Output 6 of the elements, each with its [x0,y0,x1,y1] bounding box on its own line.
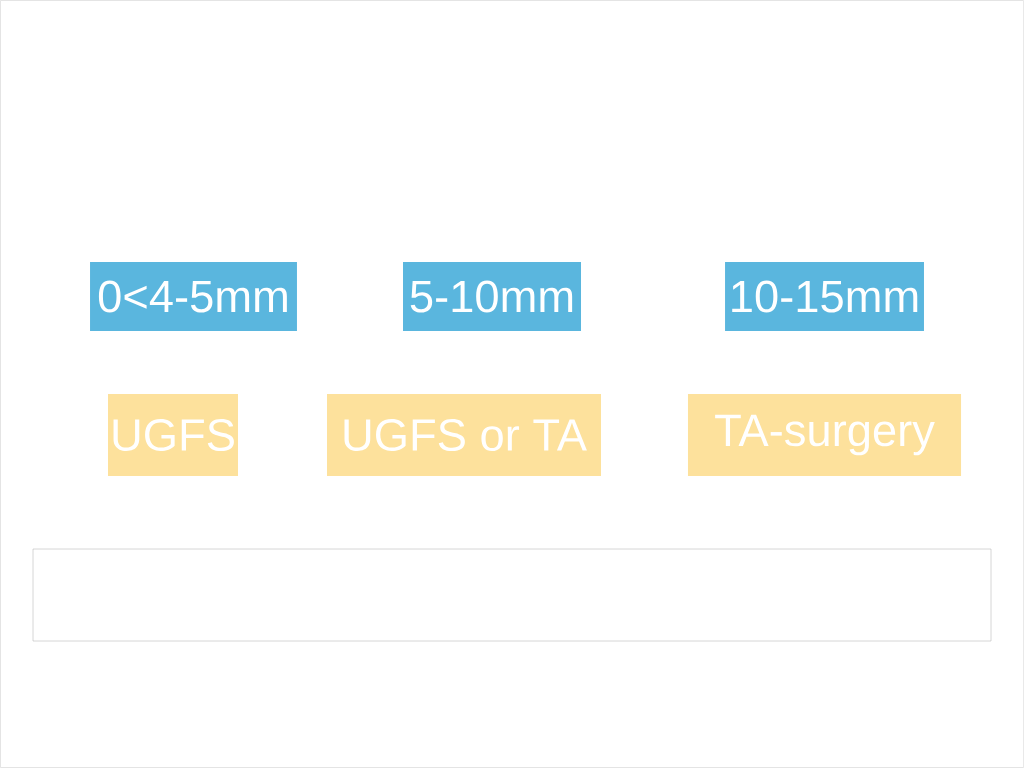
size-box: 10-15mm [725,261,924,332]
treatment-box: UGFS [108,394,238,476]
treatment-box: TA-surgery [688,394,962,476]
treatment-box: UGFS or TA [327,394,601,476]
size-box: 0<4-5mm [90,261,297,332]
size-box: 5-10mm [403,261,581,332]
